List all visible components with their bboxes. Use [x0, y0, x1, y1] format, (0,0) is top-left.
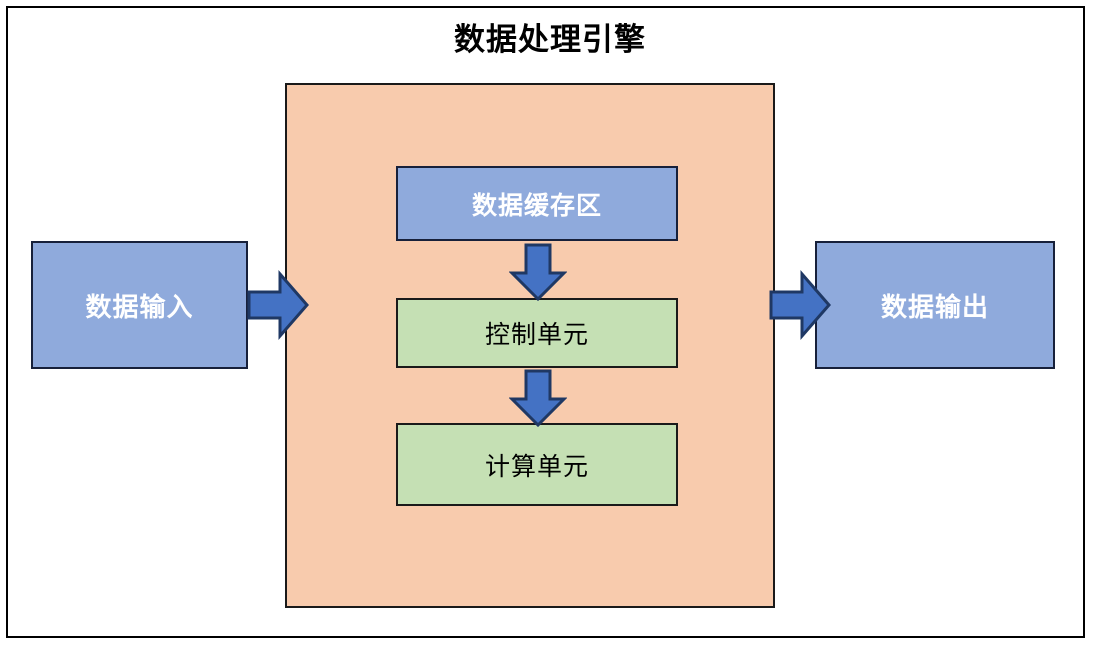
node-control-unit[interactable]: 控制单元 [396, 298, 678, 368]
arrow-down-icon-control-to-compute [509, 369, 567, 427]
node-data-output[interactable]: 数据输出 [815, 241, 1055, 369]
arrow-right-icon-input-to-engine [247, 270, 309, 340]
node-data-input[interactable]: 数据输入 [31, 241, 248, 369]
node-compute-unit[interactable]: 计算单元 [396, 423, 678, 506]
arrow-right-icon-engine-to-output [769, 270, 831, 340]
arrow-down-icon-buffer-to-control [509, 243, 567, 301]
page-title: 数据处理引擎 [454, 22, 646, 58]
node-data-buffer[interactable]: 数据缓存区 [396, 166, 678, 241]
